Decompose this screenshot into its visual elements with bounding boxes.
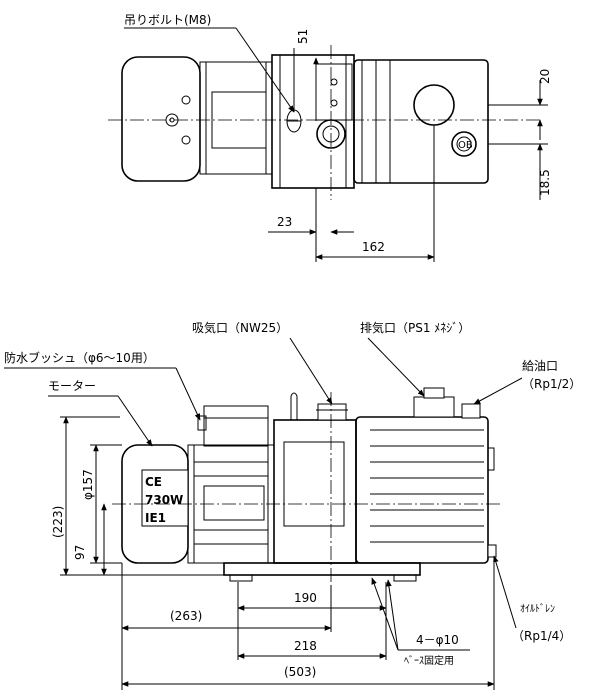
front-view: CE 730W IE1	[4, 320, 581, 690]
label-motor: モーター	[48, 379, 96, 393]
label-exhaust: 排気口（PS1 ﾒﾈｼﾞ）	[360, 320, 470, 335]
top-label-eyebolt: 吊りボルト(M8)	[124, 13, 211, 27]
top-oil-case	[353, 59, 489, 184]
plate-line-1: CE	[145, 475, 162, 489]
label-holes-note: ﾍﾞｰｽ固定用	[404, 654, 454, 667]
label-oil-fill: 給油口	[522, 359, 558, 373]
top-dim-18-5: 18.5	[538, 169, 552, 196]
terminal-box	[203, 405, 269, 447]
plate-line-3: IE1	[145, 511, 166, 525]
plate-line-2: 730W	[145, 493, 183, 507]
dim-157: φ157	[81, 469, 95, 500]
label-intake: 吸気口（NW25）	[192, 320, 288, 335]
top-oil-fill-icon	[451, 131, 477, 157]
dim-218: 218	[294, 639, 317, 653]
dim-263: (263)	[170, 609, 202, 623]
grommet-icon	[197, 415, 207, 431]
oil-drain-icon	[487, 544, 497, 558]
dim-190: 190	[294, 591, 317, 605]
top-dim-51: 51	[296, 29, 310, 44]
top-dim-20: 20	[538, 69, 552, 84]
base-plate	[223, 562, 421, 576]
exhaust-port-icon	[413, 396, 455, 418]
dim-97: 97	[73, 545, 87, 560]
oil-fill-icon	[461, 403, 481, 419]
label-oil-drain: ｵｲﾙﾄﾞﾚﾝ	[520, 603, 555, 615]
label-oil-fill-size: （Rp1/2）	[522, 377, 581, 391]
top-pump-housing	[271, 54, 355, 189]
front-oil-case	[355, 416, 489, 564]
top-motor-fins	[199, 61, 273, 175]
top-exhaust-port-icon	[413, 84, 455, 126]
label-holes: 4－φ10	[416, 633, 459, 647]
top-dim-23: 23	[277, 215, 292, 229]
label-grommet: 防水ブッシュ（φ6～10用）	[4, 350, 155, 365]
dim-503: (503)	[284, 665, 316, 679]
intake-nozzle-icon	[317, 403, 347, 421]
label-oil-drain-size: （Rp1/4）	[512, 629, 571, 643]
top-dim-162: 162	[362, 240, 385, 254]
dim-223: (223)	[51, 506, 65, 538]
top-view: OB 吊りボルト(M8) 51 20 18.5 23 162	[108, 13, 552, 262]
motor-nameplate	[141, 469, 189, 527]
top-motor-cover	[121, 56, 201, 182]
top-ob-mark: OB	[458, 140, 473, 151]
